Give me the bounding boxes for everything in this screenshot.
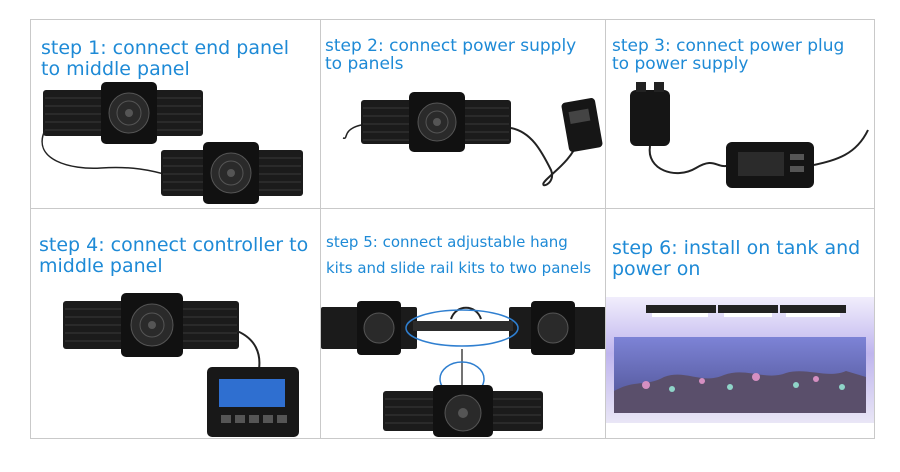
step-5-image [321, 301, 605, 437]
step-4-caption: step 4: connect controller to middle pan… [39, 234, 309, 277]
step-1-cell: step 1: connect end panel to middle pane… [31, 20, 321, 209]
step-3-caption: step 3: connect power plug to power supp… [612, 36, 845, 75]
step-4-cell: step 4: connect controller to middle pan… [31, 209, 321, 438]
step-2-caption: step 2: connect power supply to panels [325, 36, 577, 75]
step-2-cell: step 2: connect power supply to panels [321, 20, 606, 209]
step-3-image [630, 82, 869, 188]
step-6-cell: step 6: install on tank and power on [606, 209, 874, 438]
step-3-cell: step 3: connect power plug to power supp… [606, 20, 874, 209]
step-5-caption: step 5: connect adjustable hang kits and… [326, 233, 592, 278]
step-6-image [606, 297, 874, 423]
step-6-caption: step 6: install on tank and power on [612, 237, 861, 280]
step-2-image [342, 92, 603, 187]
step-5-cell: step 5: connect adjustable hang kits and… [321, 209, 606, 438]
step-1-caption: step 1: connect end panel to middle pane… [41, 37, 289, 80]
step-4-image [63, 293, 299, 437]
install-steps-grid: step 1: connect end panel to middle pane… [30, 19, 875, 439]
step-1-image [41, 82, 303, 204]
